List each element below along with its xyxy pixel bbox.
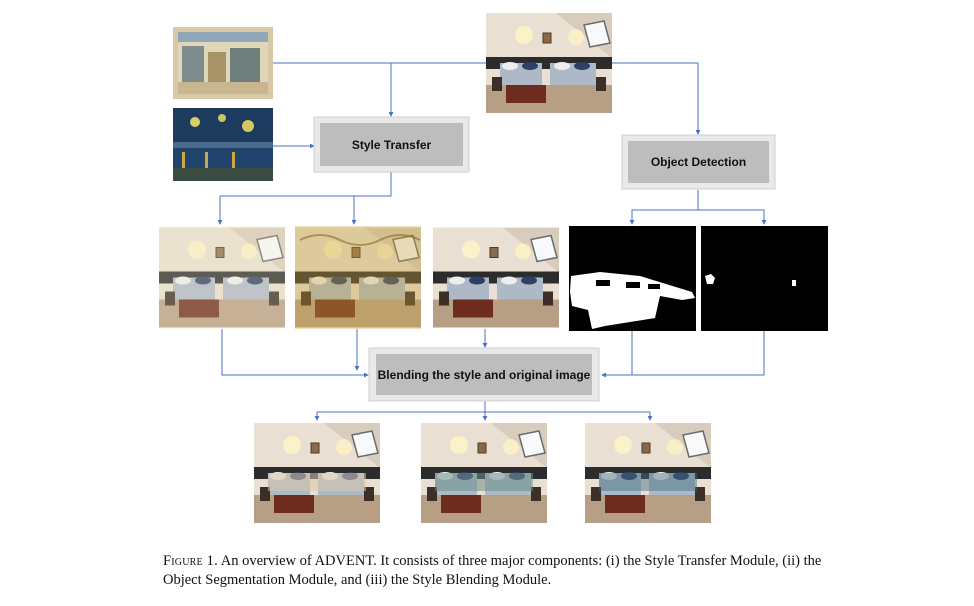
stylized-image-starry-night [295, 226, 421, 329]
object-detection-label: Object Detection [651, 155, 746, 169]
object-mask-lamps [701, 226, 828, 331]
original-content-image [486, 12, 612, 114]
object-mask-beds [569, 226, 696, 331]
output-image-3 [585, 422, 711, 524]
blending-label: Blending the style and original image [378, 368, 591, 382]
original-image-copy [433, 226, 559, 329]
connector-arrows [217, 62, 767, 421]
object-detection-box: Object Detection [621, 134, 776, 190]
ukiyoe-style-image [173, 27, 273, 99]
starry-night-style-image [173, 108, 273, 181]
blending-box: Blending the style and original image [368, 347, 600, 402]
stylized-image-ukiyoe [159, 226, 285, 329]
output-image-1 [254, 422, 380, 524]
style-transfer-box: Style Transfer [313, 116, 470, 173]
style-transfer-label: Style Transfer [352, 138, 432, 152]
output-image-2 [421, 422, 547, 524]
figure-caption: Figure 1. An overview of ADVENT. It cons… [163, 552, 863, 590]
caption-lead: Figure 1. [163, 553, 218, 569]
caption-text: An overview of ADVENT. It consists of th… [163, 553, 822, 588]
